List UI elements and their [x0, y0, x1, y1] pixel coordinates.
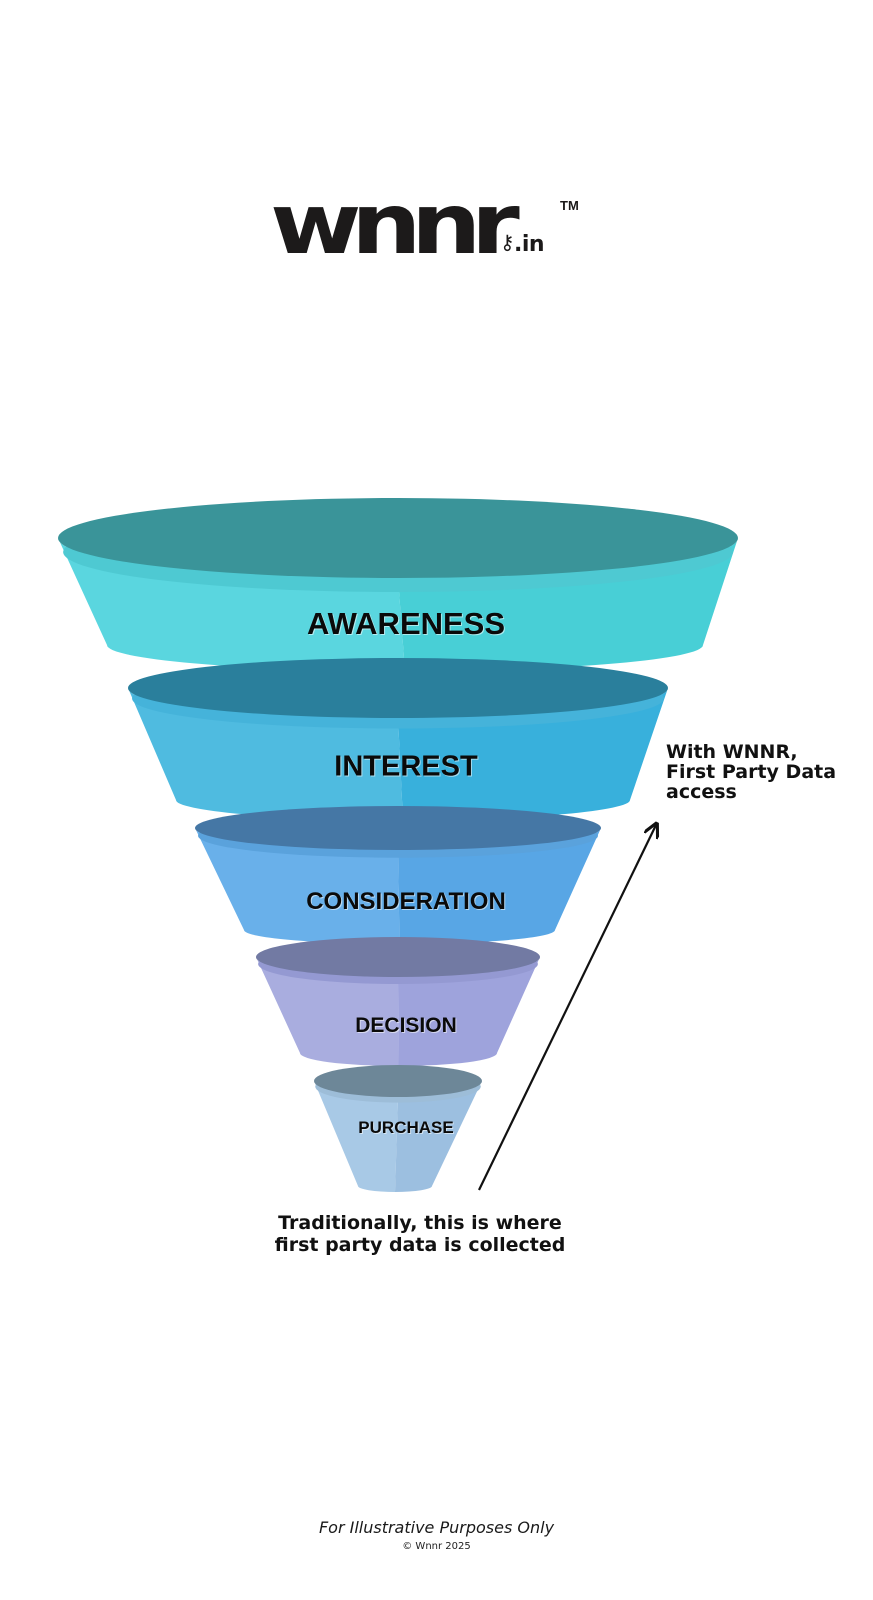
disclaimer: For Illustrative Purposes Only [318, 1518, 555, 1537]
wnnr-note-line: First Party Data [666, 761, 837, 783]
wnnr-note-line: With WNNR, [666, 741, 798, 763]
stage-label-purchase: PURCHASE [358, 1118, 454, 1137]
wnnr-note-line: access [666, 781, 737, 803]
stage-body-right [395, 1081, 482, 1192]
stage-label-decision: DECISION [355, 1014, 457, 1037]
stage-body-left [314, 1081, 398, 1192]
trademark-symbol: TM [560, 198, 579, 213]
funnel-stage-awareness [58, 498, 738, 671]
stage-label-interest: INTEREST [334, 750, 478, 783]
key-icon: ⚷ [500, 232, 515, 254]
funnel-stage-interest [128, 658, 668, 820]
stage-top [195, 806, 601, 850]
brand-logo: wnnr ⚷ .in TM [268, 182, 588, 266]
funnel-stage-consideration [195, 806, 601, 944]
funnel-stage-purchase [314, 1065, 482, 1192]
stage-top [314, 1065, 482, 1097]
funnel-stages [58, 498, 738, 1192]
funnel-stage-decision [256, 937, 540, 1066]
brand-tld: .in [514, 232, 545, 257]
stage-label-awareness: AWARENESS [306, 606, 506, 641]
stage-label-consideration: CONSIDERATION [306, 888, 506, 915]
copyright: © Wnnr 2025 [402, 1541, 471, 1552]
stage-top [128, 658, 668, 718]
stage-top [256, 937, 540, 977]
stage-top [58, 498, 738, 578]
traditional-note-line: first party data is collected [274, 1234, 566, 1256]
brand-wordmark: wnnr [270, 175, 520, 273]
arrow-icon [478, 825, 656, 1191]
traditional-note-line: Traditionally, this is where [278, 1212, 562, 1234]
traditional-note: Traditionally, this is where first party… [260, 1212, 580, 1256]
stage-body-right [398, 828, 601, 944]
wnnr-note: With WNNR, First Party Data access [666, 742, 866, 802]
stage-body-left [256, 957, 399, 1066]
stage-body-right [398, 957, 540, 1066]
